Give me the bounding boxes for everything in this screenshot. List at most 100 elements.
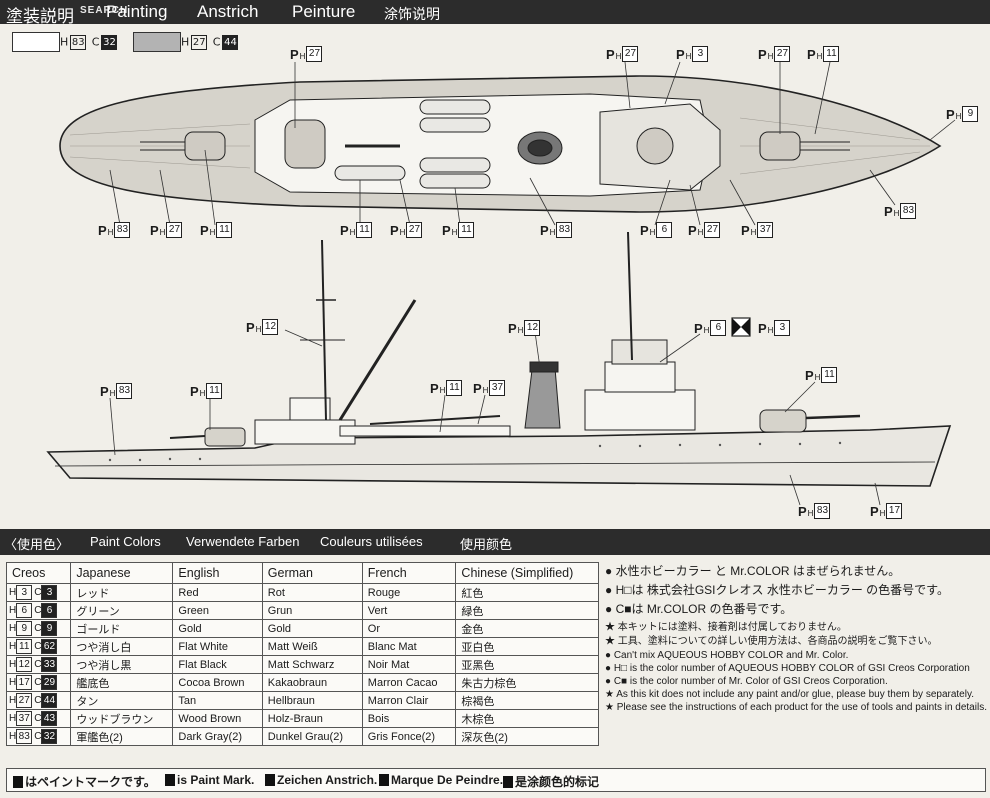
- note-8: ● C■ is the color number of Mr. Color of…: [605, 676, 888, 687]
- paint-title-de: Verwendete Farben: [186, 534, 300, 549]
- cell-fr: Noir Mat: [361, 655, 457, 674]
- note-6: ● Can't mix AQUEOUS HOBBY COLOR and Mr. …: [605, 650, 849, 661]
- note-1: ● 水性ホビーカラー と Mr.COLOR はまぜられません。: [605, 564, 901, 578]
- paint-table: Creos Japanese English German French Chi…: [5, 562, 599, 746]
- col-japanese: Japanese: [70, 562, 174, 584]
- paint-mark-icon: [379, 774, 389, 786]
- paint-mark-icon: [503, 776, 513, 788]
- cell-de: Matt Weiß: [261, 637, 363, 656]
- mark-jp: はペイントマークです。: [13, 773, 156, 790]
- note-7: ● H□ is the color number of AQUEOUS HOBB…: [605, 663, 970, 674]
- cell-de: Grun: [261, 601, 363, 620]
- mark-cn: 是涂颜色的标记: [503, 773, 599, 790]
- cell-en: Flat White: [172, 637, 263, 656]
- paint-title-jp: 〈使用色〉: [4, 537, 70, 552]
- cell-de: Dunkel Grau(2): [261, 727, 363, 746]
- cell-jp: レッド: [70, 583, 174, 602]
- cell-cn: 緑色: [455, 601, 599, 620]
- cell-jp: グリーン: [70, 601, 174, 620]
- cell-de: Matt Schwarz: [261, 655, 363, 674]
- paint-mark-legend: はペイントマークです。 is Paint Mark. Zeichen Anstr…: [6, 768, 986, 792]
- cell-en: Tan: [172, 691, 263, 710]
- title-jp: 塗装説明: [6, 7, 74, 26]
- cell-fr: Gris Fonce(2): [361, 727, 457, 746]
- cell-cn: 紅色: [455, 583, 599, 602]
- cell-fr: Vert: [361, 601, 457, 620]
- title-cn: 涂饰说明: [384, 6, 440, 22]
- cell-fr: Marron Clair: [361, 691, 457, 710]
- paint-mark-icon: [165, 774, 175, 786]
- cell-cn: 棕褐色: [455, 691, 599, 710]
- cell-en: Wood Brown: [172, 709, 263, 728]
- cell-cn: 朱古力棕色: [455, 673, 599, 692]
- swatch-gray-box: [133, 32, 181, 52]
- swatch-white-box: [12, 32, 60, 52]
- ship-drawings: [46, 61, 956, 506]
- note-4: ★ 本キットには塗料、接着剤は付属しておりません。: [605, 622, 847, 633]
- title-fr: Peinture: [292, 2, 356, 21]
- note-10: ★ Please see the instructions of each pr…: [605, 702, 987, 713]
- mark-en: is Paint Mark.: [165, 773, 254, 787]
- cell-fr: Bois: [361, 709, 457, 728]
- note-5: ★ 工具、塗料についての詳しい使用方法は、各商品の説明をご覧下さい。: [605, 636, 938, 647]
- cell-cn: 木棕色: [455, 709, 599, 728]
- ship-top-view: [59, 75, 942, 213]
- watermark: SEARCH: [80, 5, 129, 16]
- paint-mark-icon: [13, 776, 23, 788]
- col-german: German: [261, 562, 363, 584]
- cell-cn: 亚白色: [455, 637, 599, 656]
- cell-en: Flat Black: [172, 655, 263, 674]
- cell-fr: Blanc Mat: [361, 637, 457, 656]
- cell-en: Dark Gray(2): [172, 727, 263, 746]
- cell-fr: Rouge: [361, 583, 457, 602]
- note-2: ● H□は 株式会社GSIクレオス 水性ホビーカラー の色番号です。: [605, 583, 949, 597]
- cell-de: Gold: [261, 619, 363, 638]
- paint-title-fr: Couleurs utilisées: [320, 534, 423, 549]
- callout-leaders: [109, 61, 956, 506]
- ship-side-view: [46, 231, 952, 487]
- cell-jp: ゴールド: [70, 619, 174, 638]
- cell-jp: 艦底色: [70, 673, 174, 692]
- cell-fr: Or: [361, 619, 457, 638]
- cell-cn: 金色: [455, 619, 599, 638]
- paint-mark-icon: [265, 774, 275, 786]
- cell-en: Gold: [172, 619, 263, 638]
- col-creos: Creos: [5, 562, 72, 584]
